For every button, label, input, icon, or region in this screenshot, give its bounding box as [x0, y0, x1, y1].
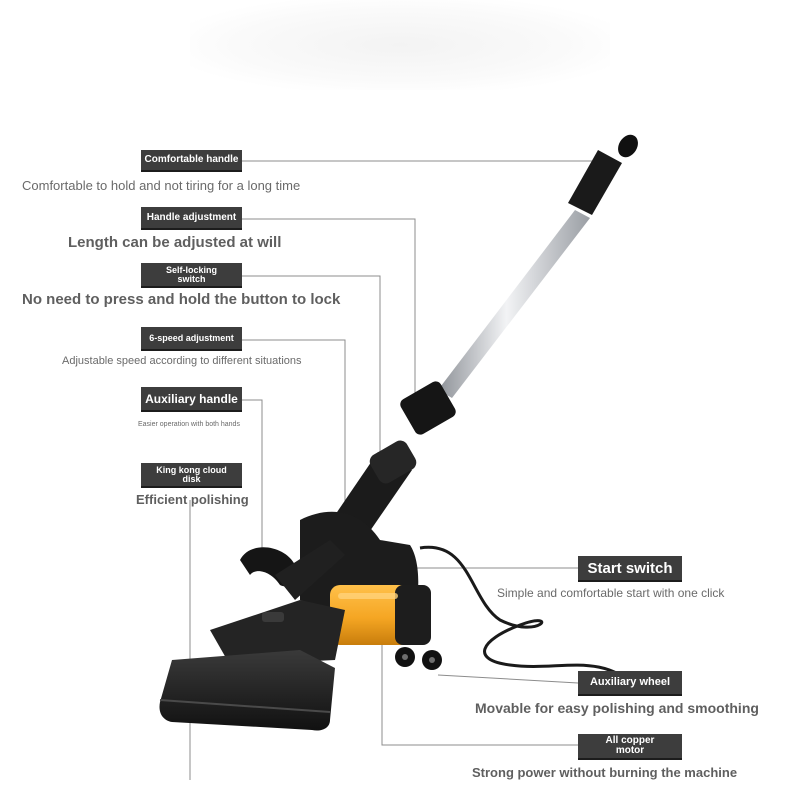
tag-6-speed-adjustment: 6-speed adjustment	[141, 327, 242, 351]
tag-auxiliary-handle: Auxiliary handle	[141, 387, 242, 412]
telescopic-pole	[318, 134, 638, 560]
handle-adjust-clamp	[400, 381, 456, 435]
desc-all-copper-motor: Strong power without burning the machine	[472, 765, 738, 780]
pole-metal-section	[438, 210, 590, 398]
desc-auxiliary-handle: Easier operation with both hands	[138, 421, 240, 428]
leader-self-locking-switch	[242, 275, 381, 455]
tag-comfortable-handle: Comfortable handle	[141, 150, 242, 172]
desc-self-locking-switch: No need to press and hold the button to …	[22, 291, 341, 308]
desc-auxiliary-wheel: Movable for easy polishing and smoothing	[475, 700, 759, 716]
motor-housing	[330, 585, 410, 645]
tag-auxiliary-wheel: Auxiliary wheel	[578, 671, 682, 696]
power-cord	[419, 545, 642, 692]
polishing-base	[159, 650, 335, 731]
tag-handle-adjustment: Handle adjustment	[141, 207, 242, 230]
leader-auxiliary-wheel	[437, 674, 579, 684]
desc-start-switch: Simple and comfortable start with one cl…	[497, 586, 725, 600]
motor-highlight	[338, 593, 398, 599]
polishing-base-rim	[159, 699, 331, 713]
speed-dial	[262, 612, 284, 622]
desc-handle-adjustment: Length can be adjusted at will	[68, 234, 282, 251]
tag-self-locking-switch: Self-locking switch	[141, 263, 242, 288]
leader-handle-adjustment	[242, 218, 416, 395]
desc-cloud-disk: Efficient polishing	[136, 492, 249, 507]
desc-comfortable-handle: Comfortable to hold and not tiring for a…	[22, 178, 301, 193]
pole-top-cap	[618, 134, 638, 158]
leader-6-speed-adjustment	[242, 339, 346, 520]
self-locking-switch-housing	[369, 440, 417, 484]
motor-end-cap	[395, 585, 431, 645]
auxiliary-wheel-right-hub	[429, 657, 435, 663]
tag-all-copper-motor: All copper motor	[578, 734, 682, 760]
background-haze	[190, 0, 610, 90]
tool-body	[159, 511, 442, 731]
pole-top-grip	[568, 150, 622, 215]
gear-housing	[210, 600, 345, 665]
desc-6-speed-adjustment: Adjustable speed according to different …	[62, 355, 302, 367]
auxiliary-wheel-left-hub	[402, 654, 408, 660]
leader-lines	[189, 160, 600, 780]
tag-cloud-disk: King kong cloud disk	[141, 463, 242, 488]
leader-auxiliary-handle	[242, 399, 263, 560]
handle-arm	[275, 540, 345, 600]
leader-copper-motor	[381, 640, 578, 746]
tag-start-switch: Start switch	[578, 556, 682, 582]
